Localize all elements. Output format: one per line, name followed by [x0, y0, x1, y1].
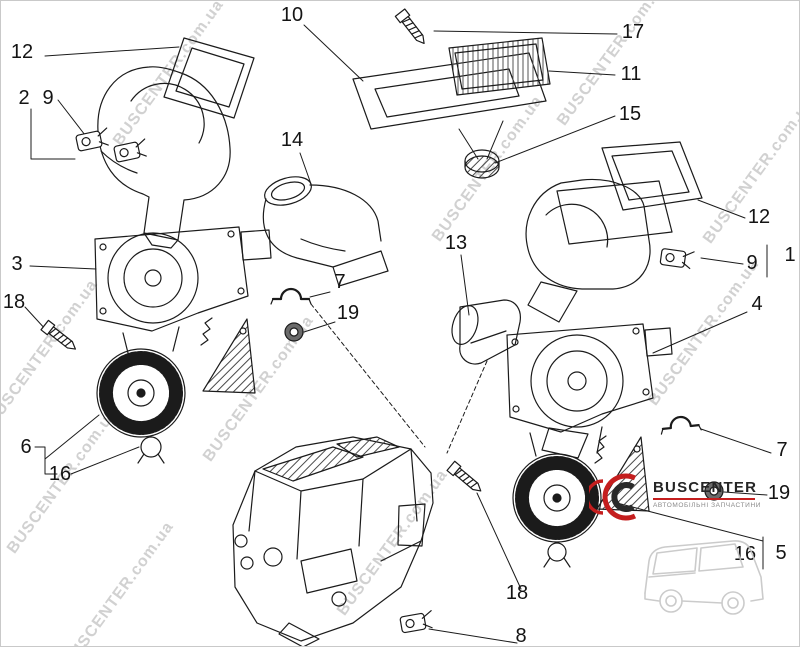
blower-motor-wheel-left: [97, 349, 185, 437]
motor-mount-left: [122, 326, 180, 354]
logo-underline: [653, 498, 755, 500]
right-blower-assembly: [446, 141, 724, 568]
left-blower-assembly: [40, 37, 313, 464]
heater-distribution-box: [232, 436, 434, 646]
blower-housing-4: [506, 323, 673, 459]
gasket-frame-right: [601, 141, 703, 211]
actuator-motor-9-right: [659, 246, 695, 270]
logo-brand-text: BUSCENTER: [653, 479, 758, 496]
clamp-7-right: [658, 413, 703, 436]
air-duct-13: [451, 299, 521, 365]
logo-tagline-text: АВТОМОБІЛЬНІ ЗАПЧАСТИНИ: [653, 502, 762, 509]
clamp-7-center: [269, 287, 313, 306]
grommet-19-center: [284, 322, 304, 342]
actuator-motor-9: [112, 138, 149, 163]
blower-housing-3: [94, 226, 272, 332]
motor-mount-right: [529, 426, 603, 457]
cabin-filter-11: [448, 37, 551, 96]
van-sketch-icon: [644, 540, 764, 615]
gasket-frame-left: [163, 37, 255, 119]
blower-motor-wheel-right: [513, 454, 601, 542]
actuator-motor-2: [74, 127, 111, 152]
air-duct-14: [262, 176, 389, 287]
heater-scroll-left: [97, 66, 231, 249]
bolt-18-left: [40, 319, 80, 355]
bolt-18-right: [446, 460, 486, 497]
motor-cap-16-left: [140, 436, 162, 458]
logo-mark-icon: [589, 473, 637, 521]
motor-cap-16-right: [547, 542, 567, 562]
wire-harness-left: [100, 150, 138, 174]
buscenter-logo: BUSCENTER АВТОМОБІЛЬНІ ЗАПЧАСТИНИ: [589, 471, 797, 641]
actuator-motor-8: [399, 610, 435, 634]
heater-scroll-right: [525, 178, 673, 323]
vent-cap-15: [464, 149, 500, 179]
screw-17: [394, 8, 430, 48]
blower-resistor-left: [200, 317, 256, 394]
air-intake-group: [352, 8, 551, 179]
